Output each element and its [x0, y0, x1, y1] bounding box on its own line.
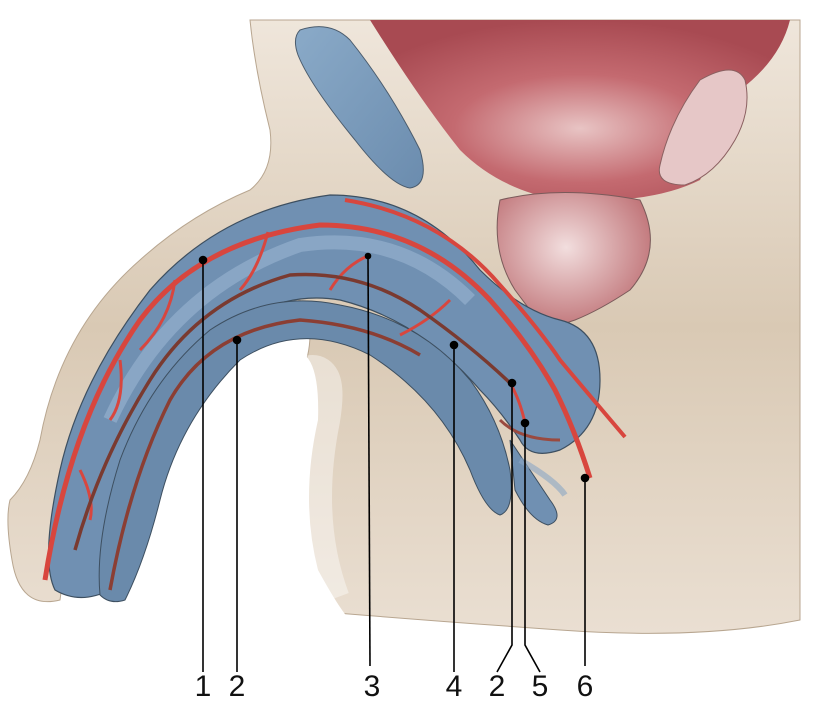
- label-2b: 2: [488, 670, 506, 703]
- label-4: 4: [445, 670, 463, 703]
- corpus-spongiosum: [98, 300, 512, 603]
- label-6: 6: [576, 670, 594, 703]
- label-2: 2: [228, 670, 246, 703]
- leader-lines: [198, 252, 590, 673]
- pubic-bone: [294, 26, 424, 189]
- label-1: 1: [194, 670, 212, 703]
- urethral-artery: [108, 318, 421, 591]
- dorsal-artery: [42, 222, 593, 581]
- prostate: [496, 192, 651, 331]
- deep-artery: [73, 272, 512, 551]
- label-3: 3: [363, 670, 381, 703]
- seminal-vesicle: [658, 69, 748, 186]
- label-5: 5: [531, 670, 549, 703]
- superficial-artery: [344, 198, 627, 439]
